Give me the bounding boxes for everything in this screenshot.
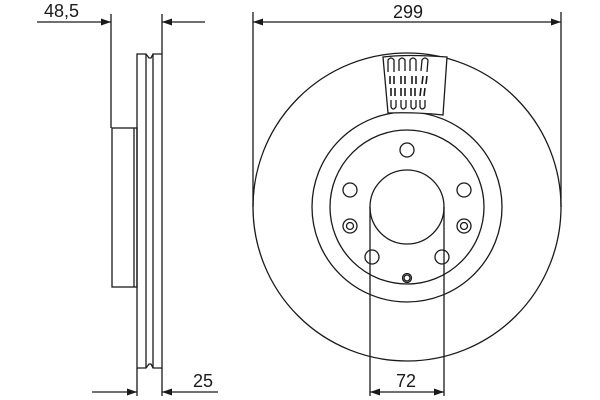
center-bore [369,169,445,245]
disc-profile [136,53,163,369]
center-bore-label: 72 [396,371,417,391]
locator-hole [401,272,413,284]
offset-label: 48,5 [44,1,80,21]
side-view [110,14,163,396]
front-view [252,12,562,396]
hat-circle [329,129,485,285]
outer-diameter-label: 299 [393,2,424,22]
hub-hat [111,127,138,288]
bolt-hole [399,142,415,158]
bolt-hole [434,249,450,265]
bolt-hole [364,249,380,265]
threaded-hole [456,218,472,234]
outer-rim [252,52,562,362]
bolt-hole [456,182,472,198]
threaded-hole [342,218,358,234]
vent-detail [382,54,448,116]
thickness-label: 25 [193,371,214,391]
bolt-hole [342,182,358,198]
